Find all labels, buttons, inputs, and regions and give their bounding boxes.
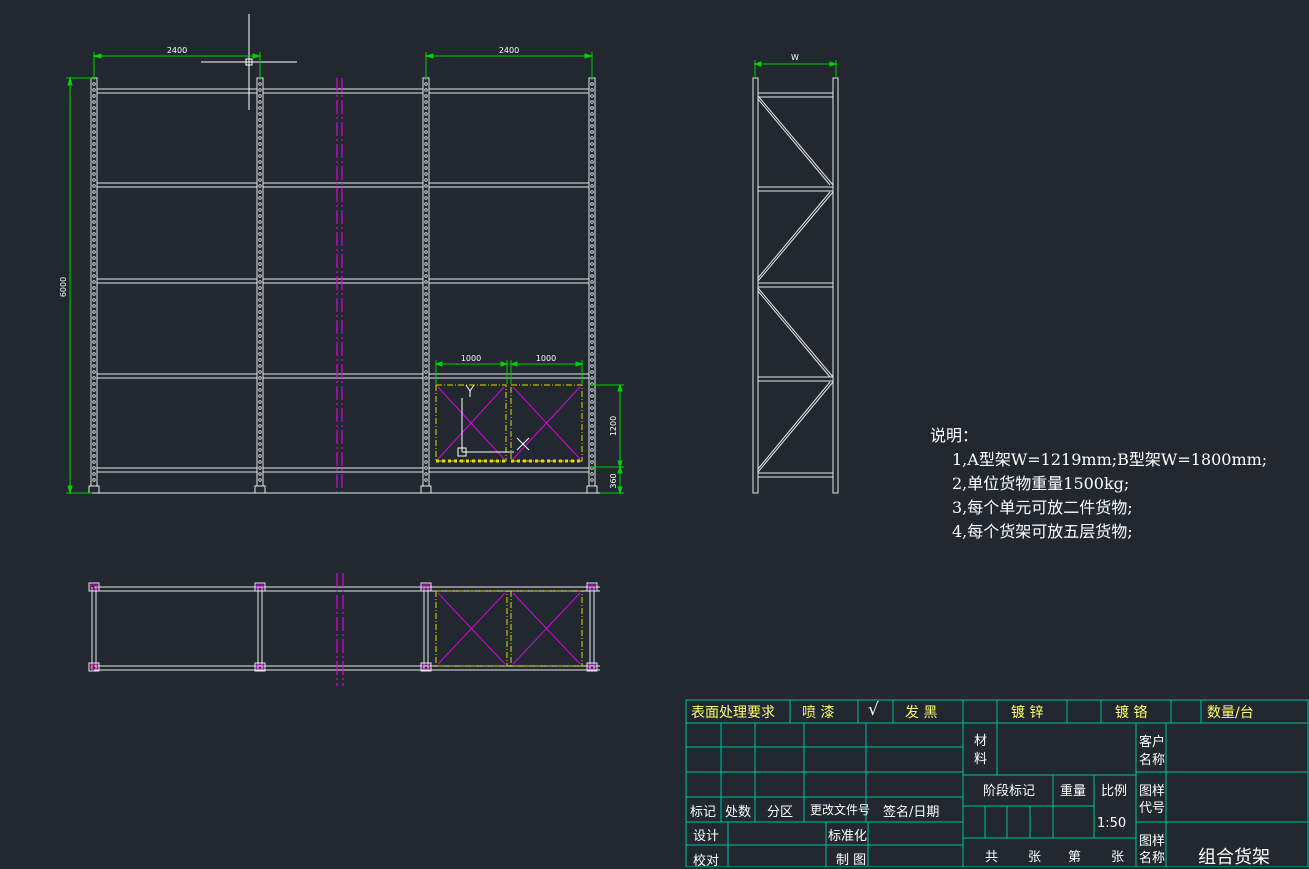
top-post-1 <box>88 582 100 672</box>
tb-chrome: 镀 铬 <box>1115 705 1148 721</box>
ucs-icon <box>457 384 530 457</box>
tb-customer-2: 名称 <box>1139 753 1166 768</box>
notes-heading: 说明： <box>930 426 979 445</box>
beam-level-5 <box>97 467 589 473</box>
side-view <box>752 77 839 494</box>
tb-total: 共 <box>985 850 999 865</box>
tb-scale: 比例 <box>1101 784 1128 799</box>
tb-zone: 分区 <box>767 805 794 820</box>
top-view <box>88 582 600 672</box>
upright-2 <box>254 77 266 494</box>
tb-surface-treatment: 表面处理要求 <box>691 705 775 721</box>
top-post-3 <box>420 582 432 672</box>
side-rung-5 <box>758 472 833 478</box>
tb-scale-value: 1:50 <box>1097 816 1127 831</box>
tb-mark: 标记 <box>690 805 717 820</box>
tb-sheet-no: 第 <box>1068 850 1082 865</box>
tb-check-mark: √ <box>868 700 879 720</box>
tb-spray-paint: 喷 漆 <box>802 705 835 721</box>
note-item-2: 2,单位货物重量1500kg; <box>952 474 1130 493</box>
tb-zinc: 镀 锌 <box>1011 705 1044 721</box>
tb-change-doc: 更改文件号 <box>810 803 871 817</box>
tb-drawing-name-1: 图样 <box>1139 834 1166 849</box>
notes: 说明： 1,A型架W=1219mm;B型架W=1800mm; 2,单位货物重量1… <box>930 424 1267 544</box>
top-view-pallets <box>336 573 583 686</box>
dim-pallet-2: 1000 <box>536 354 556 363</box>
note-item-3: 3,每个单元可放二件货物; <box>952 498 1133 517</box>
beam-level-2 <box>97 182 589 188</box>
upright-1 <box>88 77 100 494</box>
beam-level-3 <box>97 278 589 284</box>
side-rung-4 <box>758 376 833 382</box>
dim-bay-left: 2400 <box>167 46 187 55</box>
tb-blacken: 发 黑 <box>905 705 938 721</box>
upright-3 <box>420 77 432 494</box>
title-block <box>685 699 1309 867</box>
top-post-4 <box>586 582 598 672</box>
dim-height: 6000 <box>59 277 68 297</box>
dim-bay-right: 2400 <box>499 46 519 55</box>
tb-sheets-1: 张 <box>1028 850 1042 865</box>
tb-sign-date: 签名/日期 <box>883 805 940 820</box>
pallet-2 <box>510 384 583 463</box>
dimension-texts: 2400 2400 6000 1000 1000 1200 360 <box>59 46 618 489</box>
tb-material-1: 材 <box>974 734 988 749</box>
tb-quantity: 数量/台 <box>1207 705 1254 721</box>
side-rung-3 <box>758 282 833 288</box>
tb-drawing-code-2: 代号 <box>1139 801 1166 816</box>
dim-pallet-1: 1000 <box>461 354 481 363</box>
pallet-1 <box>435 384 507 463</box>
tb-design: 设计 <box>693 829 720 844</box>
dim-pallet-height: 1200 <box>609 416 618 436</box>
dimensions <box>66 52 624 495</box>
tb-drawing-name-2: 名称 <box>1139 851 1166 866</box>
note-item-1: 1,A型架W=1219mm;B型架W=1800mm; <box>952 450 1268 469</box>
dim-base-height: 360 <box>609 473 618 488</box>
side-dimension <box>753 60 838 78</box>
top-post-2 <box>254 582 266 672</box>
beams <box>97 88 589 473</box>
tb-weight: 重量 <box>1060 784 1087 799</box>
tb-check: 校对 <box>693 854 720 869</box>
beam-level-1 <box>97 88 589 94</box>
upright-4 <box>586 77 598 494</box>
front-view <box>82 14 604 494</box>
beam-level-4 <box>97 373 589 379</box>
tb-drawing-name: 组合货架 <box>1198 847 1270 868</box>
tb-standardize: 标准化 <box>828 829 868 844</box>
dim-depth: W <box>791 53 799 62</box>
tb-count: 处数 <box>725 805 752 820</box>
tb-drawing-code-1: 图样 <box>1139 784 1166 799</box>
tb-customer-1: 客户 <box>1139 735 1166 750</box>
tb-material-2: 料 <box>974 752 988 767</box>
tb-draw: 制 图 <box>836 853 867 868</box>
note-item-4: 4,每个货架可放五层货物; <box>952 522 1133 541</box>
side-rung-2 <box>758 186 833 192</box>
tb-sheets-2: 张 <box>1111 850 1125 865</box>
uprights <box>88 77 598 494</box>
tb-stage-mark: 阶段标记 <box>983 784 1036 799</box>
crosshair-cursor-icon <box>201 14 297 110</box>
side-rung-1 <box>758 92 833 98</box>
